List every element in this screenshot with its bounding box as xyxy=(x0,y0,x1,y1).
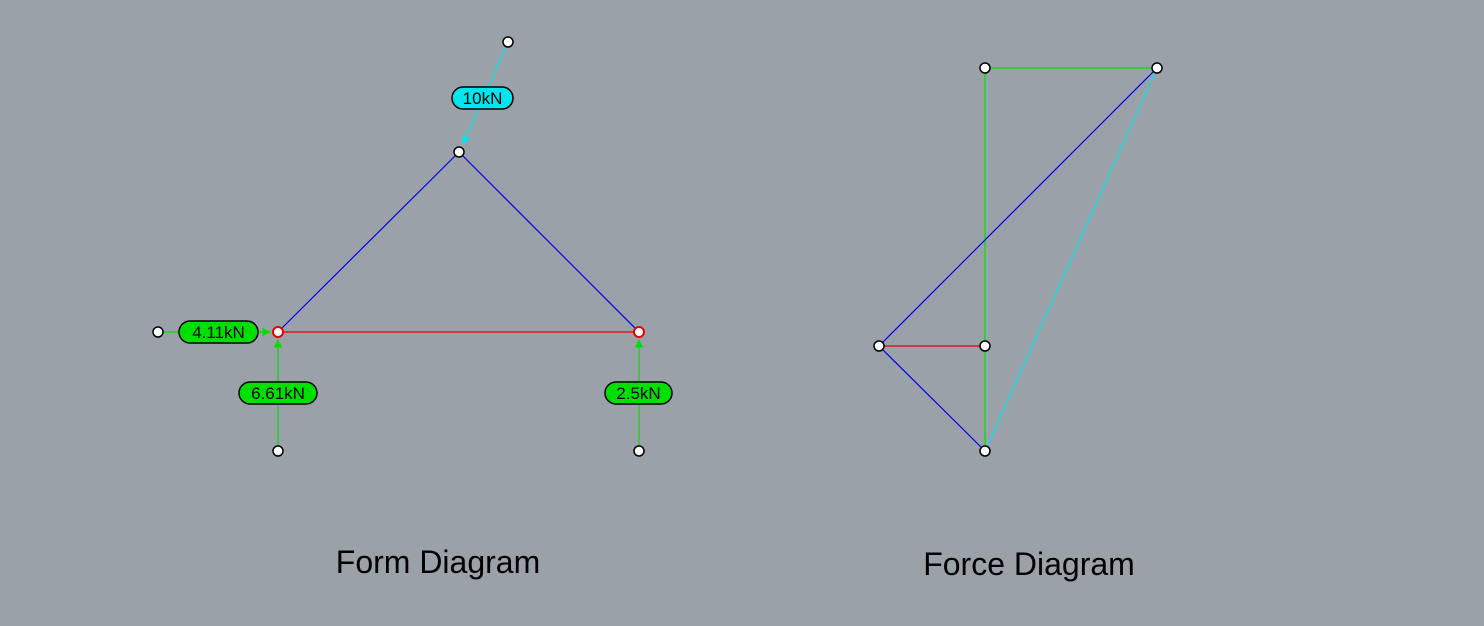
form-node-support-right[interactable] xyxy=(633,326,645,338)
form-node-reaction-right-vertical-start[interactable] xyxy=(633,445,645,457)
form-label-reaction-left-vertical: 6.61kN xyxy=(238,381,318,405)
form-label-reaction-right-vertical: 2.5kN xyxy=(604,381,673,405)
form-member-right-compression[interactable] xyxy=(458,151,640,333)
force-edge-compression-long[interactable] xyxy=(878,67,1158,347)
force-node-left[interactable] xyxy=(873,340,885,352)
form-node-apex[interactable] xyxy=(453,146,465,158)
form-node-reaction-left-horizontal-start[interactable] xyxy=(152,326,164,338)
form-label-reaction-left-vertical-text: 6.61kN xyxy=(251,384,305,403)
force-node-middle[interactable] xyxy=(979,340,991,352)
form-label-reaction-right-vertical-text: 2.5kN xyxy=(616,384,660,403)
force-diagram: Force Diagram xyxy=(873,62,1163,582)
form-label-load: 10kN xyxy=(451,86,514,110)
force-edge-compression-short[interactable] xyxy=(878,345,986,452)
force-node-top-left[interactable] xyxy=(979,62,991,74)
force-node-bottom[interactable] xyxy=(979,445,991,457)
force-edge-load[interactable] xyxy=(984,67,1158,452)
form-label-reaction-left-horizontal-text: 4.11kN xyxy=(192,323,245,342)
form-node-reaction-left-vertical-start[interactable] xyxy=(272,445,284,457)
form-diagram-caption: Form Diagram xyxy=(336,544,540,580)
form-member-left-compression[interactable] xyxy=(277,151,460,333)
form-node-load-start[interactable] xyxy=(502,36,514,48)
form-label-reaction-left-horizontal: 4.11kN xyxy=(178,320,259,344)
force-node-top-right[interactable] xyxy=(1151,62,1163,74)
form-node-support-left[interactable] xyxy=(272,326,284,338)
force-diagram-caption: Force Diagram xyxy=(923,546,1135,582)
form-label-load-text: 10kN xyxy=(463,89,503,108)
form-diagram: 10kN 4.11kN 6.61kN 2.5kN Form Diagra xyxy=(152,36,673,580)
